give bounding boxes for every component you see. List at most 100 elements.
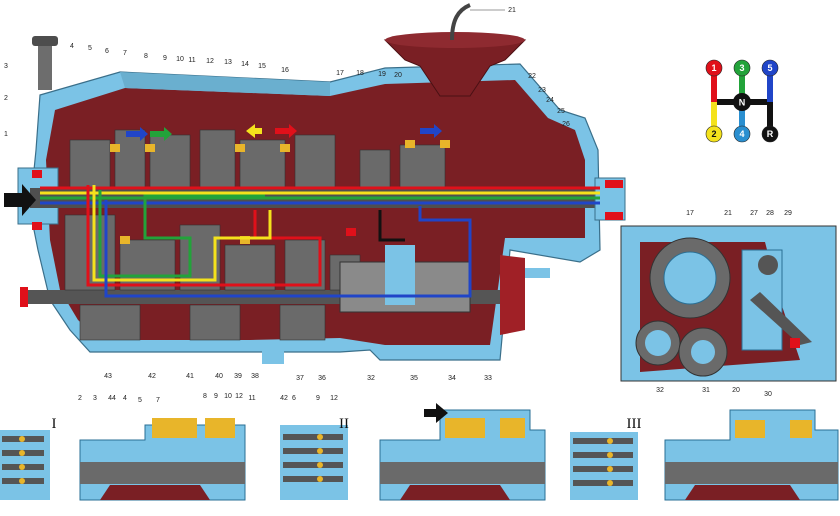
callout-label: 21	[508, 7, 516, 14]
callout-label: 14	[241, 61, 249, 68]
power-flow	[40, 185, 600, 298]
callout-label: 18	[356, 70, 364, 77]
gear-label: R	[767, 129, 774, 139]
callout-label: 32	[367, 375, 375, 382]
input-arrow-icon	[4, 184, 36, 216]
detail-stack-III	[570, 432, 638, 500]
arrow-icon	[275, 124, 297, 138]
callout-label: 3	[4, 63, 8, 70]
callout-label: 43	[104, 373, 112, 380]
callout-label: 23	[538, 87, 546, 94]
neutral-knob	[733, 93, 751, 111]
inset-callout-label: 28	[766, 210, 774, 217]
callout-label: 37	[296, 375, 304, 382]
upper-gears	[69, 129, 446, 189]
callout-label: 7	[123, 50, 127, 57]
callout-label: 41	[186, 373, 194, 380]
gear-knob	[733, 59, 751, 77]
rear-cover	[500, 255, 525, 335]
callout-label: 13	[224, 59, 232, 66]
callout-label: 38	[251, 373, 259, 380]
detail-section-1	[79, 418, 246, 501]
roman-label: III	[627, 416, 642, 432]
callout-label: 19	[378, 71, 386, 78]
detail-section-2	[379, 403, 546, 501]
callout-label: 20	[394, 72, 402, 79]
callout-label: 9	[163, 55, 167, 62]
callout-label: 6	[105, 48, 109, 55]
callout-label: 11	[188, 57, 195, 64]
gear-label: 1	[711, 63, 716, 73]
shift-lever-boot	[383, 39, 527, 97]
shift-rod	[750, 292, 812, 345]
inset-callout-label: 31	[702, 387, 710, 394]
callout-label: 17	[336, 70, 344, 77]
inset-callout-label: 20	[732, 387, 740, 394]
detail-callout-label: 9	[214, 393, 218, 400]
arrow-icon	[420, 124, 442, 138]
callout-label: 4	[70, 43, 74, 50]
push-arrow-icon	[424, 403, 448, 423]
synchronizers	[110, 140, 450, 244]
callout-label: 33	[484, 375, 492, 382]
detail-callout-label: 44	[108, 395, 116, 402]
gear-knob	[705, 125, 723, 143]
gear-label: 2	[711, 129, 716, 139]
gear-label: 5	[767, 63, 772, 73]
inset-callout-label: 29	[784, 210, 792, 217]
detail-callout-label: 8	[203, 393, 207, 400]
gear-knob	[733, 125, 751, 143]
inset-callout-label: 21	[724, 210, 732, 217]
shift-mechanism-inset	[620, 225, 837, 382]
inset-callout-label: 27	[750, 210, 758, 217]
callout-label: 22	[528, 73, 536, 80]
detail-callout-label: 7	[156, 397, 160, 404]
detail-callout-label: 9	[316, 395, 320, 402]
callout-label: 39	[234, 373, 242, 380]
detail-callout-label: 6	[292, 395, 296, 402]
neutral-label: N	[739, 98, 746, 108]
roman-label: II	[339, 416, 349, 432]
detail-callout-label: 12	[235, 393, 243, 400]
callout-label: 34	[448, 375, 456, 382]
breather	[38, 40, 52, 90]
synchronizer-details	[0, 403, 839, 501]
detail-callout-label: 5	[138, 397, 142, 404]
callout-label: 25	[557, 108, 565, 115]
shift-lever	[450, 3, 471, 41]
callout-label: 24	[546, 97, 554, 104]
callout-label: 2	[4, 95, 8, 102]
detail-section-3	[664, 409, 839, 501]
arrow-icon	[246, 124, 262, 138]
gear-label: 4	[739, 129, 744, 139]
callout-label: 15	[258, 63, 266, 70]
detail-callout-label: 11	[248, 395, 255, 402]
inset-callout-label: 17	[686, 210, 694, 217]
gear-knob	[761, 125, 779, 143]
detail-stack-II	[280, 425, 348, 500]
detail-callout-label: 12	[330, 395, 338, 402]
detail-callout-label: 10	[224, 393, 232, 400]
callout-label: 36	[318, 375, 326, 382]
detail-callout-label: 3	[93, 395, 97, 402]
gear-knob	[705, 59, 723, 77]
callout-label: 35	[410, 375, 418, 382]
callout-label: 10	[176, 56, 184, 63]
drain-plug	[262, 350, 284, 364]
callout-label: 12	[206, 58, 214, 65]
callout-label: 8	[144, 53, 148, 60]
callout-label: 26	[562, 121, 570, 128]
callout-label: 5	[88, 45, 92, 52]
callout-label: 42	[148, 373, 156, 380]
callout-label: 16	[281, 67, 289, 74]
main-cross-section	[4, 3, 626, 364]
detail-callout-label: 4	[123, 395, 127, 402]
inset-callout-label: 30	[764, 391, 772, 398]
arrow-icon	[150, 127, 172, 141]
detail-callout-label: 2	[78, 395, 82, 402]
